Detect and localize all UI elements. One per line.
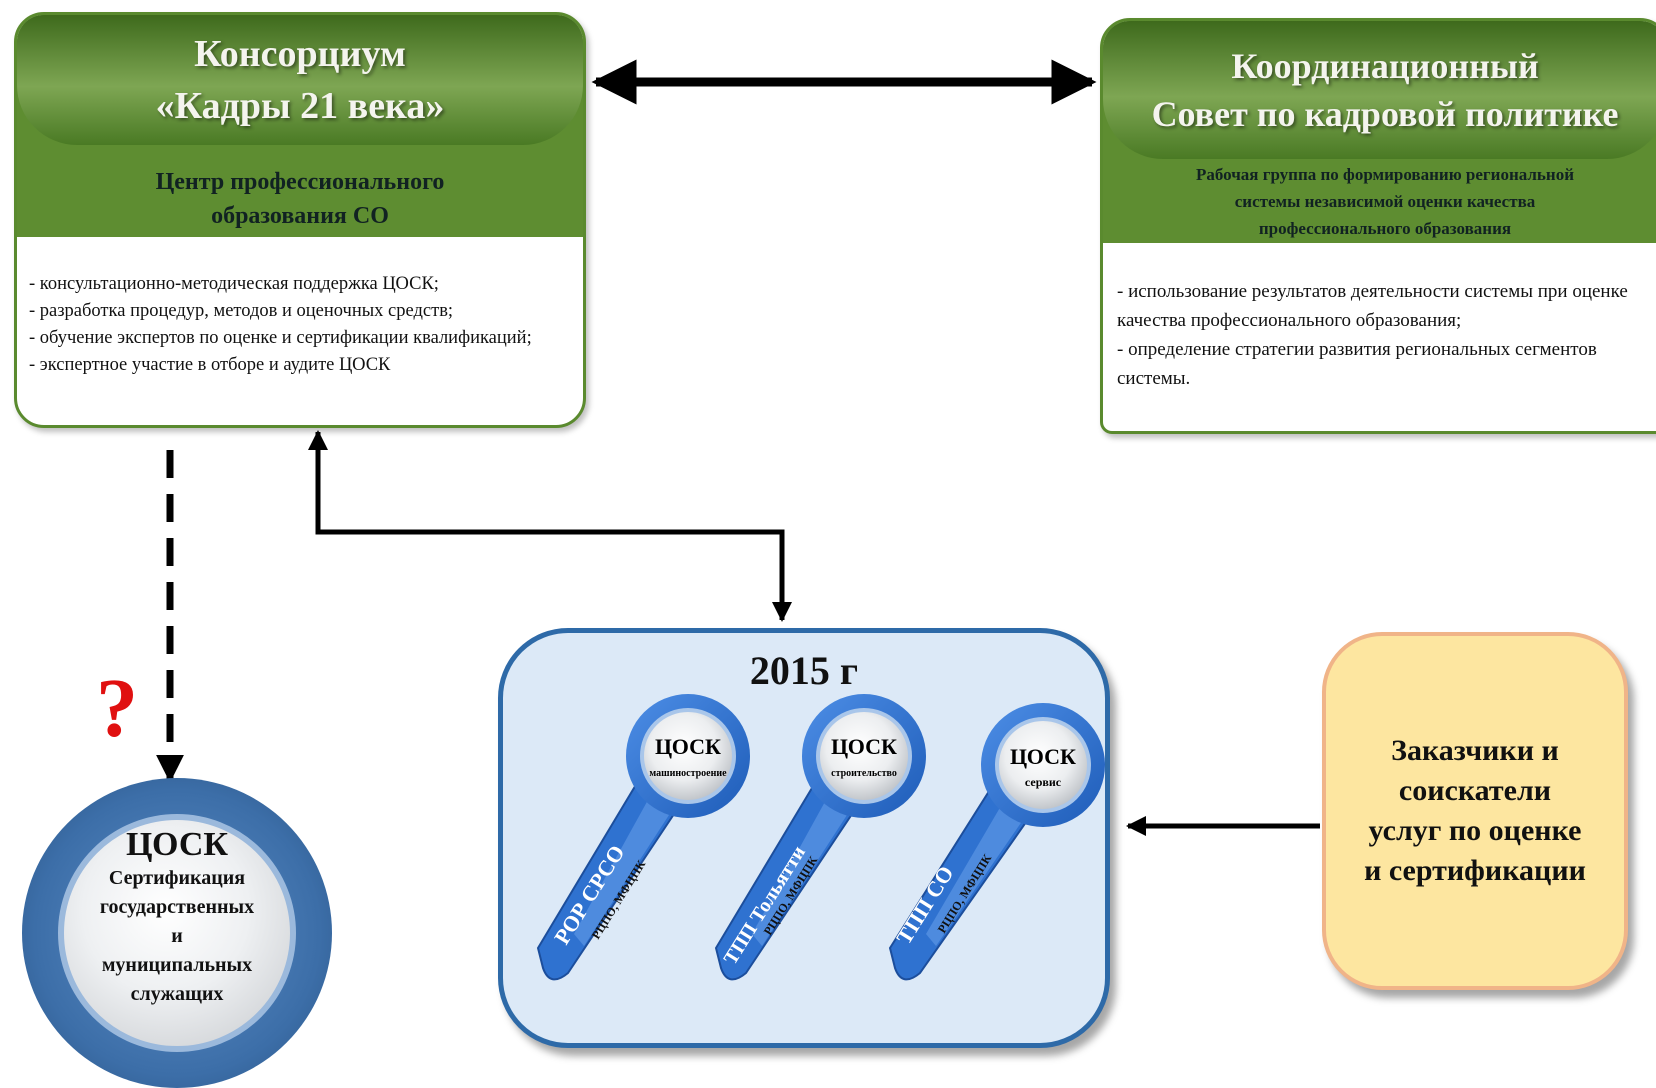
key3-head: ЦОСК <box>1010 744 1076 769</box>
consortium-title-line1: Консорциум <box>194 33 406 75</box>
customers-line4: и сертификации <box>1364 854 1586 887</box>
civil-center-line2: государственных <box>99 896 255 918</box>
year-label: 2015 г <box>749 648 859 693</box>
key2-head: ЦОСК <box>831 734 897 759</box>
list-item: - экспертное участие в отборе и аудите Ц… <box>29 355 391 375</box>
consortium-title-line2: «Кадры 21 века» <box>155 85 445 127</box>
consortium-functions-list: - консультационно-методическая поддержка… <box>29 271 569 379</box>
key2-area: строительство <box>831 768 897 779</box>
consortium-subtitle-line2: образования СО <box>211 203 389 229</box>
council-subtitle-line1: Рабочая группа по формированию региональ… <box>1195 165 1575 184</box>
civil-center-head: ЦОСК <box>125 826 229 863</box>
key-service <box>888 703 1105 981</box>
list-item: - разработка процедур, методов и оценочн… <box>29 301 454 321</box>
question-mark: ? <box>96 662 138 755</box>
civil-service-center-circle: ЦОСК Сертификация государственных и муни… <box>22 778 332 1088</box>
civil-center-line1: Сертификация <box>108 867 246 889</box>
council-title-pill: Координационный Совет по кадровой полити… <box>1103 21 1656 159</box>
customers-box: Заказчики и соискатели услуг по оценке и… <box>1322 632 1628 990</box>
civil-center-line5: служащих <box>130 983 224 1005</box>
council-subtitle-line2: системы независимой оценки качества <box>1234 192 1536 211</box>
list-item: - обучение экспертов по оценке и сертифи… <box>29 328 532 348</box>
consortium-subtitle-line1: Центр профессионального <box>155 169 445 195</box>
consortium-subtitle: Центр профессионального образования СО <box>17 165 583 233</box>
consortium-box: Консорциум «Кадры 21 века» Центр професс… <box>14 12 586 428</box>
list-item: - определение стратегии развития региона… <box>1117 339 1597 389</box>
council-title-line1: Координационный <box>1231 46 1539 86</box>
civil-center-line3: и <box>171 925 183 947</box>
key1-area: машиностроение <box>649 768 727 779</box>
key1-head: ЦОСК <box>655 734 721 759</box>
consortium-title-pill: Консорциум «Кадры 21 века» <box>17 15 583 145</box>
customers-line1: Заказчики и <box>1391 734 1559 767</box>
council-subtitle: Рабочая группа по формированию региональ… <box>1103 161 1656 242</box>
customers-line3: услуг по оценке <box>1368 814 1582 847</box>
civil-center-line4: муниципальных <box>101 954 253 976</box>
list-item: - использование результатов деятельности… <box>1117 281 1628 331</box>
list-item: - консультационно-методическая поддержка… <box>29 274 439 294</box>
customers-text: Заказчики и соискатели услуг по оценке и… <box>1364 731 1586 891</box>
council-title-line2: Совет по кадровой политике <box>1151 94 1619 134</box>
key3-area: сервис <box>1025 775 1062 789</box>
council-functions-list: - использование результатов деятельности… <box>1117 277 1656 393</box>
key-construction <box>714 694 926 981</box>
civil-service-center-lens: ЦОСК Сертификация государственных и муни… <box>58 814 296 1052</box>
key2-tag1: ТПП Тольятти <box>720 842 810 969</box>
customers-line2: соискатели <box>1398 774 1552 807</box>
keys-layer: ЦОСК машиностроение ЦОСК строительство Ц… <box>536 694 1105 981</box>
key-mechanical-engineering <box>536 694 750 981</box>
centers-2015-box: 2015 г <box>498 628 1110 1048</box>
consortium-2015-arrow <box>308 430 792 622</box>
council-subtitle-line3: профессионального образования <box>1258 219 1512 238</box>
council-box: Координационный Совет по кадровой полити… <box>1100 18 1656 434</box>
